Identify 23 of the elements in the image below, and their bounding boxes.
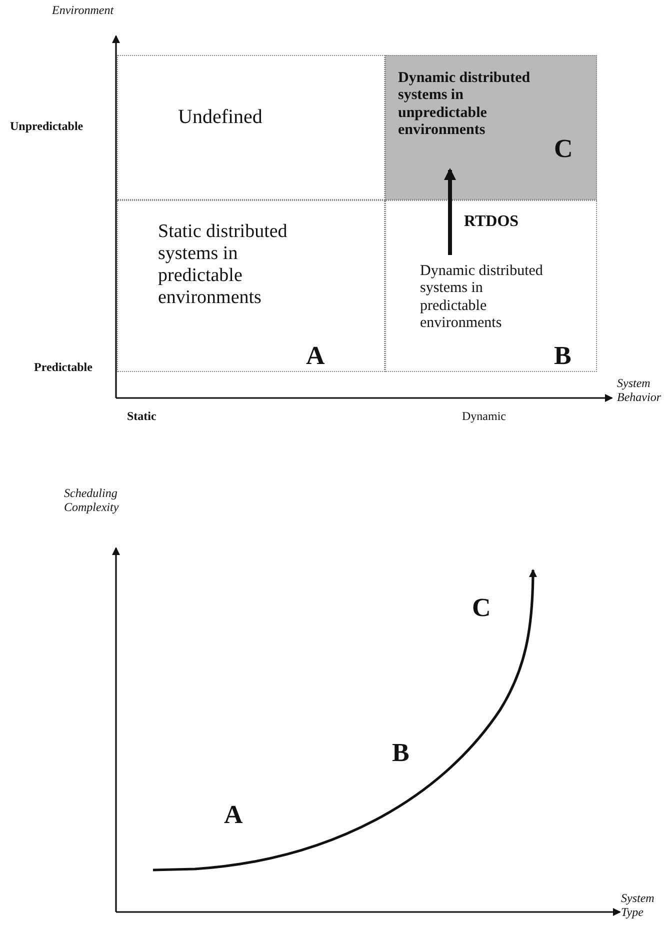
axis-title: System Type <box>621 892 656 920</box>
arrow <box>444 168 456 255</box>
axis-tick-label: Dynamic <box>462 410 506 424</box>
curve-letter: A <box>224 800 243 830</box>
axis-title: Environment <box>52 4 114 18</box>
quadrant-cell <box>117 55 385 200</box>
quadrant-letter: A <box>306 341 325 371</box>
axis-title: System Behavior <box>617 377 662 405</box>
quadrant-cell <box>117 200 385 372</box>
cell-text: Static distributed systems in predictable environments <box>158 221 288 308</box>
curve-letter: B <box>392 738 410 768</box>
axis-tick-label: Static <box>127 410 156 424</box>
curve-letter: C <box>472 593 491 623</box>
axis-tick-label: Unpredictable <box>10 120 84 134</box>
quadrant-cell <box>385 200 597 372</box>
axis-tick-label: Predictable <box>34 361 92 375</box>
quadrant-letter: C <box>554 134 573 164</box>
axis-title: Scheduling Complexity <box>64 487 120 515</box>
quadrant-cell <box>385 55 597 200</box>
cell-text: Dynamic distributed systems in unpredictable environments <box>398 70 532 139</box>
cell-text: Dynamic distributed systems in predictable environments <box>420 263 544 332</box>
cell-text: Undefined <box>178 106 264 129</box>
quadrant-letter: B <box>554 341 572 371</box>
